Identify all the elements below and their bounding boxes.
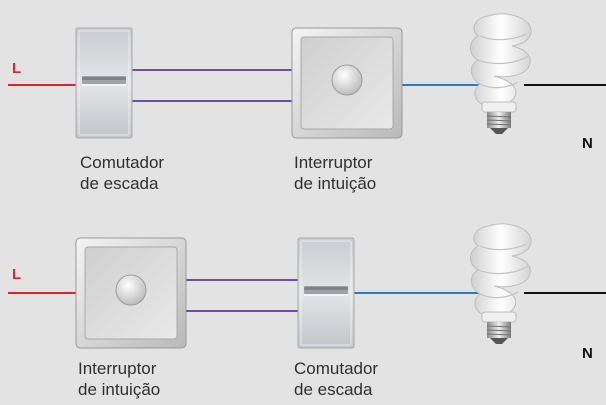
top-left-caption: Comutador de escada: [80, 152, 164, 194]
top-neutral-label: N: [582, 135, 593, 152]
staircase-switch-icon: [75, 27, 133, 139]
top-phase-label: L: [12, 60, 22, 77]
intuition-switch-icon: [75, 237, 187, 349]
cfl-bulb-icon: [469, 223, 532, 345]
caption-line: de intuição: [294, 174, 377, 193]
bottom-right-caption: Comutador de escada: [294, 358, 378, 400]
bottom-neutral-label: N: [582, 345, 593, 362]
cfl-bulb-icon: [469, 13, 532, 135]
caption-line: de escada: [294, 380, 373, 399]
caption-line: Comutador: [294, 359, 379, 378]
caption-line: de escada: [80, 174, 159, 193]
bottom-left-caption: Interruptor de intuição: [78, 358, 160, 400]
intuition-switch-icon: [291, 27, 403, 139]
top-right-caption: Interruptor de intuição: [294, 152, 376, 194]
caption-line: Interruptor: [294, 153, 373, 172]
staircase-switch-icon: [297, 237, 355, 349]
bottom-phase-label: L: [12, 266, 22, 283]
top-circuit: [8, 13, 606, 139]
bottom-circuit: [8, 223, 606, 349]
caption-line: de intuição: [78, 380, 161, 399]
caption-line: Comutador: [80, 153, 165, 172]
caption-line: Interruptor: [78, 359, 157, 378]
